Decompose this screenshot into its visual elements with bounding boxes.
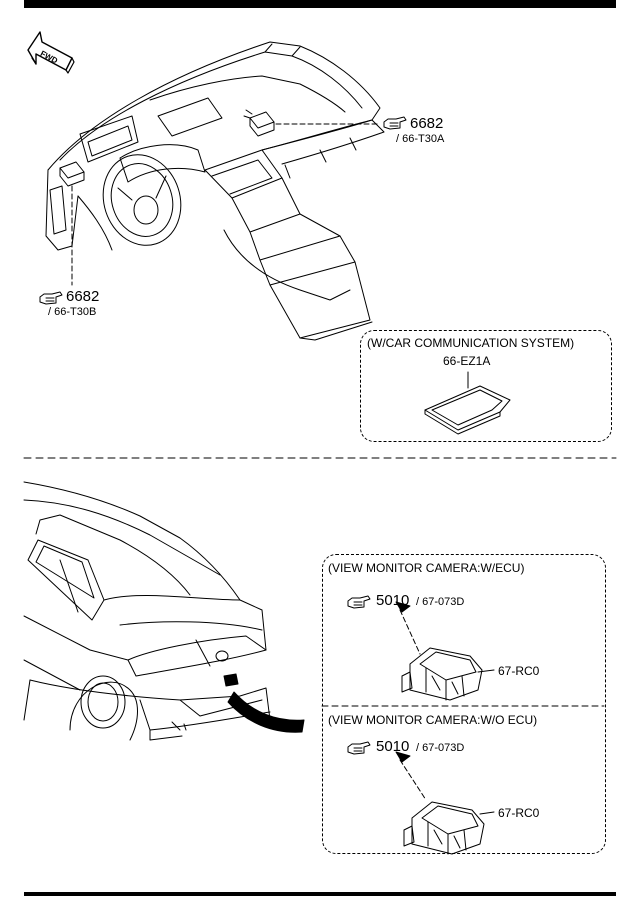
panel-lower-part-label: 67-RC0 <box>498 806 540 820</box>
pointer-hand-icon <box>39 291 63 305</box>
camera-unit-lower-drawing <box>395 751 495 855</box>
car-rear-drawing <box>23 481 271 741</box>
panel-upper-title: (VIEW MONITOR CAMERA:W/ECU) <box>328 561 525 575</box>
inset-title: (W/CAR COMMUNICATION SYSTEM) <box>367 336 575 350</box>
ref-number-left: 6682 <box>66 288 100 305</box>
ref-code-left: / 66-T30B <box>48 306 97 318</box>
view-monitor-camera-panel <box>322 554 606 854</box>
inset-part-label: 66-EZ1A <box>443 354 491 368</box>
panel-lower-ref-number: 5010 <box>376 738 410 755</box>
pointer-hand-icon <box>347 595 371 609</box>
fwd-arrow-icon <box>27 31 75 74</box>
panel-upper-ref-code: / 67-073D <box>416 596 465 608</box>
panel-lower-title: (VIEW MONITOR CAMERA:W/O ECU) <box>328 713 538 727</box>
sd-card-drawing <box>424 371 511 435</box>
ref-code-right: / 66-T30A <box>396 133 445 145</box>
ref-number-right: 6682 <box>410 115 444 132</box>
dashboard-drawing <box>45 41 385 341</box>
car-communication-inset <box>360 330 612 442</box>
pointer-hand-icon <box>347 741 371 755</box>
panel-lower-ref-code: / 67-073D <box>416 742 465 754</box>
panel-upper-ref-number: 5010 <box>376 592 410 609</box>
pointer-hand-icon <box>383 116 407 130</box>
top-border-bar <box>24 0 616 8</box>
camera-unit-upper-drawing <box>395 601 495 701</box>
panel-upper-part-label: 67-RC0 <box>498 664 540 678</box>
bottom-border-bar <box>24 892 616 896</box>
camera-pointer-band <box>227 691 305 733</box>
